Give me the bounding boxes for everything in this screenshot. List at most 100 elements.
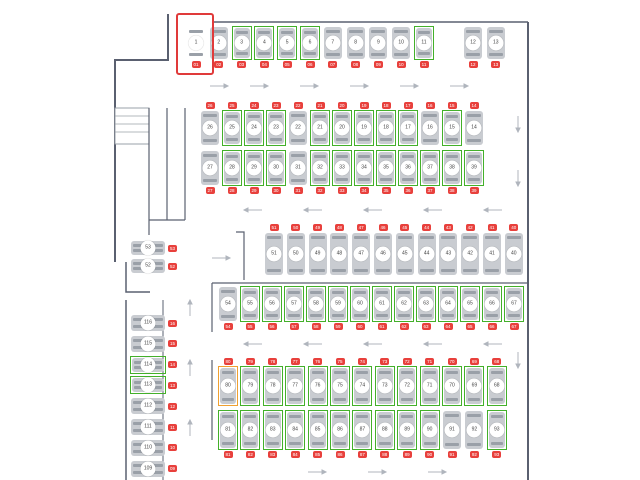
parking-spot-71[interactable]: 71 xyxy=(419,366,440,406)
parking-spot-26[interactable]: 26 xyxy=(200,110,220,146)
parking-spot-34[interactable]: 34 xyxy=(354,150,374,186)
parking-spot-75[interactable]: 75 xyxy=(330,366,350,406)
parking-spot-5[interactable]: 5 xyxy=(277,26,298,60)
parking-spot-37[interactable]: 37 xyxy=(420,150,440,186)
parking-spot-61[interactable]: 61 xyxy=(372,286,392,322)
parking-spot-25[interactable]: 25 xyxy=(222,110,242,146)
parking-spot-33[interactable]: 33 xyxy=(332,150,352,186)
parking-spot-52[interactable]: 52 xyxy=(130,258,166,274)
parking-spot-50[interactable]: 50 xyxy=(286,232,306,276)
parking-spot-11[interactable]: 11 xyxy=(414,26,434,60)
parking-spot-17[interactable]: 17 xyxy=(398,110,418,146)
parking-spot-32[interactable]: 32 xyxy=(310,150,330,186)
parking-spot-46[interactable]: 46 xyxy=(373,232,393,276)
parking-spot-41[interactable]: 41 xyxy=(482,232,502,276)
parking-spot-87[interactable]: 87 xyxy=(352,410,373,450)
parking-spot-8[interactable]: 8 xyxy=(346,26,366,60)
parking-spot-16[interactable]: 16 xyxy=(420,110,440,146)
parking-spot-90[interactable]: 90 xyxy=(419,410,440,450)
parking-spot-74[interactable]: 74 xyxy=(352,366,373,406)
parking-spot-113[interactable]: 113 xyxy=(130,376,166,395)
parking-spot-91[interactable]: 91 xyxy=(442,410,462,450)
parking-spot-3[interactable]: 3 xyxy=(231,26,252,60)
parking-spot-58[interactable]: 58 xyxy=(306,286,326,322)
parking-spot-47[interactable]: 47 xyxy=(351,232,371,276)
parking-spot-9[interactable]: 9 xyxy=(368,26,388,60)
parking-spot-111[interactable]: 111 xyxy=(130,418,166,436)
parking-spot-48[interactable]: 48 xyxy=(329,232,349,276)
parking-spot-92[interactable]: 92 xyxy=(464,410,484,450)
parking-spot-54[interactable]: 54 xyxy=(218,286,238,322)
parking-spot-40[interactable]: 40 xyxy=(504,232,524,276)
parking-spot-10[interactable]: 10 xyxy=(391,26,411,60)
parking-spot-116[interactable]: 116 xyxy=(130,314,166,332)
parking-spot-112[interactable]: 112 xyxy=(130,397,166,415)
parking-spot-45[interactable]: 45 xyxy=(395,232,415,276)
parking-spot-21[interactable]: 21 xyxy=(310,110,330,146)
parking-spot-44[interactable]: 44 xyxy=(417,232,437,276)
parking-spot-80[interactable]: 80 xyxy=(218,366,238,406)
parking-spot-83[interactable]: 83 xyxy=(262,410,283,450)
parking-spot-79[interactable]: 79 xyxy=(240,366,261,406)
parking-spot-89[interactable]: 89 xyxy=(397,410,418,450)
parking-spot-68[interactable]: 68 xyxy=(486,366,507,406)
parking-spot-65[interactable]: 65 xyxy=(460,286,480,322)
parking-spot-30[interactable]: 30 xyxy=(266,150,286,186)
parking-spot-28[interactable]: 28 xyxy=(222,150,242,186)
parking-spot-13[interactable]: 13 xyxy=(486,26,506,60)
parking-spot-77[interactable]: 77 xyxy=(285,366,306,406)
parking-spot-109[interactable]: 109 xyxy=(130,460,166,478)
parking-spot-43[interactable]: 43 xyxy=(438,232,458,276)
parking-spot-51[interactable]: 51 xyxy=(264,232,284,276)
parking-spot-93[interactable]: 93 xyxy=(486,410,507,450)
parking-spot-42[interactable]: 42 xyxy=(460,232,480,276)
parking-spot-70[interactable]: 70 xyxy=(442,366,462,406)
parking-spot-73[interactable]: 73 xyxy=(374,366,395,406)
parking-spot-72[interactable]: 72 xyxy=(397,366,418,406)
parking-spot-24[interactable]: 24 xyxy=(244,110,264,146)
parking-spot-85[interactable]: 85 xyxy=(307,410,328,450)
parking-spot-66[interactable]: 66 xyxy=(482,286,502,322)
parking-spot-12[interactable]: 12 xyxy=(463,26,483,60)
parking-spot-29[interactable]: 29 xyxy=(244,150,264,186)
parking-spot-14[interactable]: 14 xyxy=(464,110,484,146)
parking-spot-27[interactable]: 27 xyxy=(200,150,220,186)
parking-spot-57[interactable]: 57 xyxy=(284,286,304,322)
parking-spot-53[interactable]: 53 xyxy=(130,240,166,256)
parking-spot-62[interactable]: 62 xyxy=(394,286,414,322)
parking-spot-88[interactable]: 88 xyxy=(374,410,395,450)
parking-spot-84[interactable]: 84 xyxy=(285,410,306,450)
parking-spot-20[interactable]: 20 xyxy=(332,110,352,146)
parking-spot-110[interactable]: 110 xyxy=(130,439,166,457)
parking-spot-31[interactable]: 31 xyxy=(288,150,308,186)
parking-spot-7[interactable]: 7 xyxy=(323,26,343,60)
parking-spot-76[interactable]: 76 xyxy=(307,366,328,406)
parking-spot-2[interactable]: 2 xyxy=(209,26,229,60)
parking-spot-22[interactable]: 22 xyxy=(288,110,308,146)
parking-spot-4[interactable]: 4 xyxy=(254,26,275,60)
parking-spot-59[interactable]: 59 xyxy=(328,286,348,322)
parking-spot-86[interactable]: 86 xyxy=(330,410,350,450)
parking-spot-39[interactable]: 39 xyxy=(464,150,484,186)
parking-spot-1[interactable]: 1 xyxy=(186,26,206,60)
parking-spot-36[interactable]: 36 xyxy=(398,150,418,186)
parking-spot-15[interactable]: 15 xyxy=(442,110,462,146)
parking-spot-49[interactable]: 49 xyxy=(308,232,328,276)
parking-spot-115[interactable]: 115 xyxy=(130,335,166,353)
parking-spot-63[interactable]: 63 xyxy=(416,286,436,322)
parking-spot-6[interactable]: 6 xyxy=(300,26,320,60)
parking-spot-69[interactable]: 69 xyxy=(464,366,485,406)
parking-spot-64[interactable]: 64 xyxy=(438,286,458,322)
parking-spot-60[interactable]: 60 xyxy=(350,286,370,322)
parking-spot-55[interactable]: 55 xyxy=(240,286,260,322)
parking-spot-19[interactable]: 19 xyxy=(354,110,374,146)
parking-spot-35[interactable]: 35 xyxy=(376,150,396,186)
parking-spot-18[interactable]: 18 xyxy=(376,110,396,146)
parking-spot-78[interactable]: 78 xyxy=(262,366,283,406)
parking-spot-56[interactable]: 56 xyxy=(262,286,282,322)
parking-spot-82[interactable]: 82 xyxy=(240,410,261,450)
parking-spot-23[interactable]: 23 xyxy=(266,110,286,146)
parking-spot-38[interactable]: 38 xyxy=(442,150,462,186)
parking-spot-81[interactable]: 81 xyxy=(218,410,238,450)
parking-spot-114[interactable]: 114 xyxy=(130,355,166,374)
